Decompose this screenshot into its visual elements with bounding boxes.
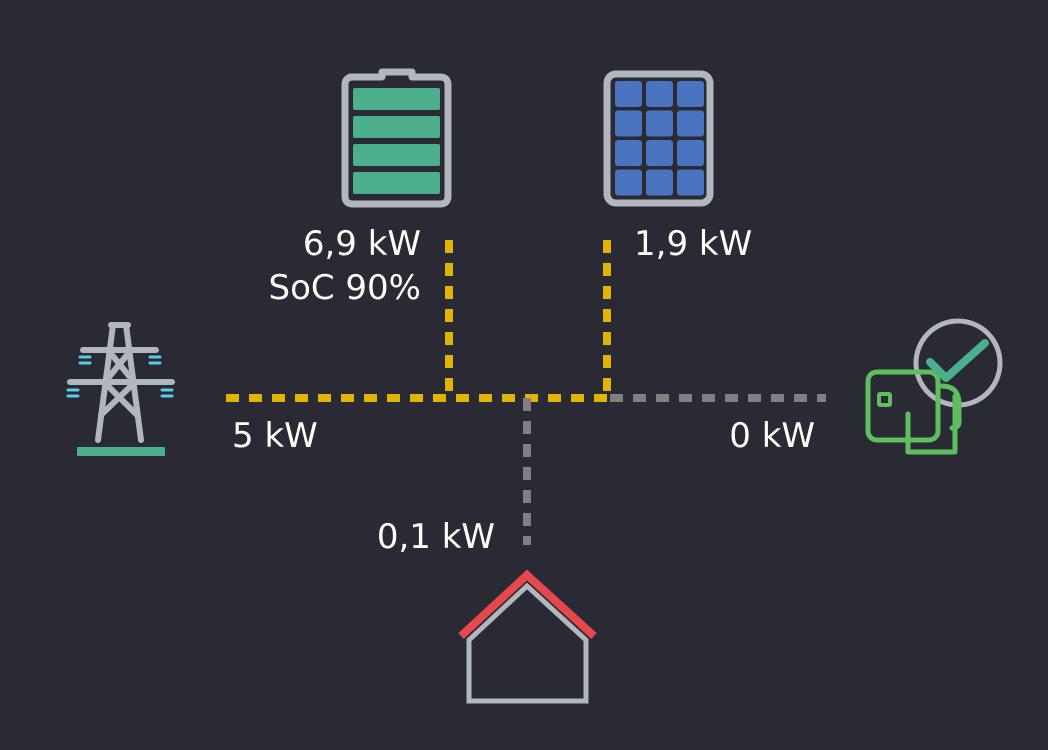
solar-cell: [615, 81, 642, 107]
solar-power-label: 1,9 kW: [634, 224, 753, 264]
solar-cell: [646, 110, 673, 137]
checkmark-icon: [926, 339, 989, 382]
solar-cell: [677, 110, 704, 137]
power-grid-icon: [66, 322, 175, 456]
grid-power-label: 5 kW: [232, 416, 318, 456]
solar-cell: [646, 140, 673, 166]
solar-cell: [677, 140, 704, 166]
ev-charger-icon: [865, 318, 1003, 455]
solar-cell: [646, 81, 673, 107]
solar-cell: [615, 169, 642, 196]
solar-cell: [677, 169, 704, 196]
solar-cell: [615, 110, 642, 137]
solar-cell: [615, 140, 642, 166]
battery-soc-label: SoC 90%: [268, 268, 421, 308]
solar-cell: [677, 81, 704, 107]
battery-icon: [341, 68, 452, 208]
flow-lines: [226, 240, 826, 545]
charger-power-label: 0 kW: [729, 416, 815, 456]
solar-cell: [646, 169, 673, 196]
solar-panel-icon: [603, 70, 714, 207]
battery-power-label: 6,9 kW: [302, 224, 421, 264]
house-icon: [458, 569, 597, 704]
house-power-label: 0,1 kW: [376, 517, 495, 557]
